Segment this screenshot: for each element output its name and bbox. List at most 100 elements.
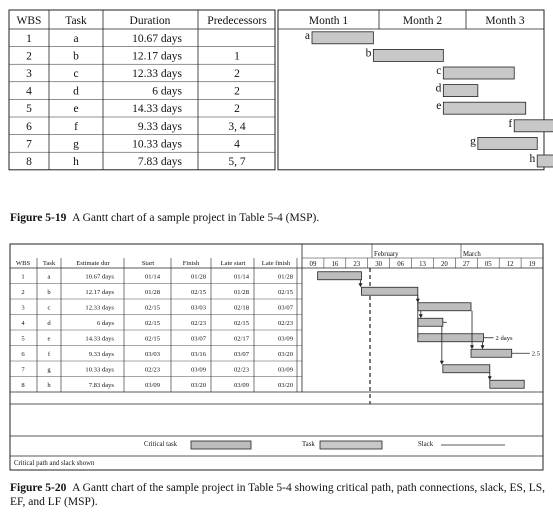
wbs-cell: 7 bbox=[21, 366, 25, 373]
estimate-cell: 7.83 days bbox=[89, 382, 115, 389]
late-finish-cell: 01/28 bbox=[278, 273, 294, 280]
start-cell: 01/14 bbox=[145, 273, 161, 280]
week-label: 06 bbox=[397, 261, 404, 268]
predecessors-cell: 2 bbox=[234, 103, 240, 115]
caption-text: A Gantt chart of the sample project in T… bbox=[10, 482, 545, 508]
caption-text: A Gantt chart of a sample project in Tab… bbox=[72, 212, 320, 224]
predecessors-cell: 4 bbox=[234, 138, 240, 150]
start-cell: 02/23 bbox=[145, 366, 161, 373]
task-cell: b bbox=[47, 289, 51, 296]
late-start-cell: 02/23 bbox=[234, 366, 250, 373]
month-header: March bbox=[463, 251, 481, 258]
start-cell: 03/09 bbox=[145, 382, 161, 389]
chart-border bbox=[277, 9, 545, 171]
column-header: Predecessors bbox=[207, 15, 267, 27]
table-border bbox=[9, 243, 544, 471]
column-header: WBS bbox=[17, 15, 42, 27]
wbs-cell: 8 bbox=[26, 156, 32, 168]
predecessors-cell: 2 bbox=[234, 86, 240, 98]
estimate-cell: 14.33 days bbox=[85, 335, 114, 342]
task-bar bbox=[442, 66, 515, 80]
late-start-cell: 01/14 bbox=[234, 273, 250, 280]
late-start-cell: 03/09 bbox=[234, 382, 250, 389]
late-finish-cell: 03/09 bbox=[278, 366, 294, 373]
late-finish-cell: 03/07 bbox=[278, 304, 294, 311]
caption-label: Figure 5-19 bbox=[10, 212, 67, 224]
wbs-cell: 4 bbox=[26, 86, 32, 98]
week-label: 30 bbox=[375, 261, 382, 268]
arrow-head bbox=[415, 298, 420, 303]
caption-figure-5-20: Figure 5-20 A Gantt chart of the sample … bbox=[10, 481, 545, 509]
finish-cell: 02/23 bbox=[191, 320, 207, 327]
predecessors-cell: 5, 7 bbox=[228, 156, 246, 168]
late-finish-cell: 02/23 bbox=[278, 320, 294, 327]
task-cell: a bbox=[48, 273, 51, 280]
wbs-cell: 3 bbox=[26, 68, 32, 80]
start-cell: 02/15 bbox=[145, 335, 161, 342]
task-bar bbox=[372, 49, 444, 62]
estimate-cell: 12.17 days bbox=[85, 289, 114, 296]
task-bar bbox=[442, 84, 479, 97]
caption-figure-5-19: Figure 5-19 A Gantt chart of a sample pr… bbox=[10, 211, 319, 225]
arrow-head bbox=[358, 283, 363, 288]
task-cell: d bbox=[73, 86, 79, 98]
week-label: 27 bbox=[463, 261, 470, 268]
week-label: 09 bbox=[310, 261, 317, 268]
wbs-cell: 7 bbox=[26, 138, 32, 150]
column-header: Start bbox=[142, 260, 155, 267]
task-cell: f bbox=[48, 351, 51, 358]
task-cell: d bbox=[47, 320, 51, 327]
week-label: 12 bbox=[507, 261, 514, 268]
month-header: Month 3 bbox=[485, 15, 525, 27]
duration-cell: 14.33 days bbox=[132, 103, 182, 115]
late-finish-cell: 02/15 bbox=[278, 289, 294, 296]
column-header: Late finish bbox=[262, 260, 291, 267]
duration-cell: 12.33 days bbox=[132, 68, 182, 80]
task-cell: e bbox=[48, 335, 51, 342]
legend-critical-swatch bbox=[190, 440, 252, 450]
estimate-cell: 12.33 days bbox=[85, 304, 114, 311]
wbs-cell: 6 bbox=[21, 351, 25, 358]
task-bar-label: c bbox=[436, 65, 441, 77]
column-header: Late start bbox=[221, 260, 246, 267]
duration-cell: 6 days bbox=[152, 86, 182, 98]
task-cell: c bbox=[48, 304, 51, 311]
duration-cell: 10.33 days bbox=[132, 138, 182, 150]
late-start-cell: 02/15 bbox=[234, 320, 250, 327]
gantt-bar bbox=[317, 271, 362, 281]
gantt-bar bbox=[417, 302, 472, 312]
duration-cell: 9.33 days bbox=[138, 121, 183, 133]
column-header: WBS bbox=[16, 260, 31, 267]
task-bar bbox=[536, 154, 553, 168]
column-header: Finish bbox=[183, 260, 200, 267]
late-start-cell: 01/28 bbox=[234, 289, 250, 296]
start-cell: 01/28 bbox=[145, 289, 161, 296]
wbs-cell: 4 bbox=[21, 320, 25, 327]
finish-cell: 03/20 bbox=[191, 382, 207, 389]
estimate-cell: 10.33 days bbox=[85, 366, 114, 373]
task-bar-label: h bbox=[529, 153, 535, 165]
week-label: 19 bbox=[529, 261, 536, 268]
start-cell: 03/03 bbox=[145, 351, 161, 358]
finish-cell: 03/07 bbox=[191, 335, 207, 342]
start-cell: 02/15 bbox=[145, 320, 161, 327]
column-header: Estimate dur bbox=[76, 260, 110, 267]
task-bar bbox=[311, 31, 374, 45]
task-bar-label: d bbox=[436, 83, 442, 95]
late-start-cell: 02/18 bbox=[234, 304, 250, 311]
task-bar-label: g bbox=[470, 135, 476, 147]
duration-cell: 12.17 days bbox=[132, 50, 182, 62]
column-header: Task bbox=[65, 15, 87, 27]
week-label: 13 bbox=[419, 261, 426, 268]
wbs-cell: 1 bbox=[26, 33, 32, 45]
arrow-head bbox=[439, 360, 444, 365]
task-bar bbox=[477, 136, 538, 150]
task-cell: g bbox=[47, 366, 51, 373]
finish-cell: 03/03 bbox=[191, 304, 207, 311]
column-header: Task bbox=[43, 260, 56, 267]
task-bar-label: b bbox=[366, 47, 372, 59]
task-bar bbox=[513, 119, 553, 133]
predecessors-cell: 2 bbox=[234, 68, 240, 80]
wbs-cell: 5 bbox=[21, 335, 25, 342]
